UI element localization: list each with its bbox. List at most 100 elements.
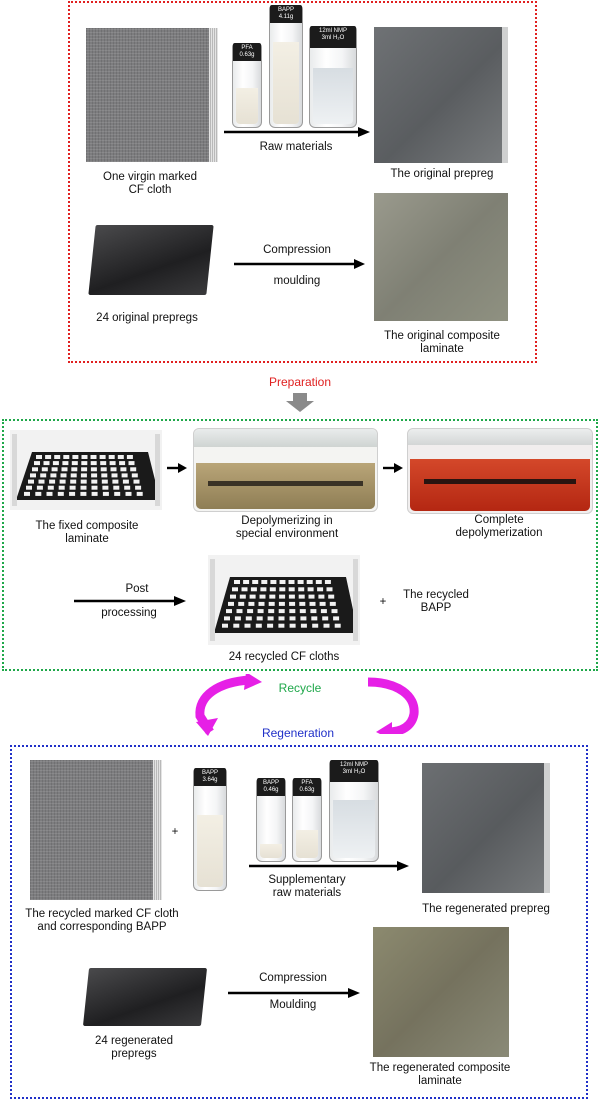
grid-hole	[124, 486, 130, 490]
bapp-single-vial-cap: BAPP 3.64g	[194, 768, 226, 786]
grid-hole	[290, 624, 296, 628]
grid-hole	[312, 624, 318, 628]
grid-hole	[40, 473, 46, 477]
grid-hole	[34, 461, 40, 465]
raw-materials-label: Raw materials	[236, 141, 356, 154]
regen-moulding-label: Moulding	[238, 999, 348, 1012]
grid-hole	[37, 486, 43, 490]
grid-hole	[328, 595, 334, 599]
bapp-single-vial: BAPP 3.64g	[193, 768, 227, 891]
bapp-single-powder	[197, 815, 223, 887]
grid-hole	[26, 486, 32, 490]
complete-lid	[408, 429, 592, 445]
bapp-powder	[273, 42, 299, 124]
bapp-vial: BAPP 4.11g	[269, 5, 303, 128]
grid-hole	[235, 616, 241, 620]
grid-hole	[298, 587, 304, 591]
grid-hole	[130, 467, 136, 471]
grid-hole	[24, 492, 30, 496]
grid-hole	[252, 580, 258, 584]
grid-hole	[246, 616, 252, 620]
recycled-bapp-label: The recycled BAPP	[386, 589, 486, 615]
grid-hole	[279, 595, 285, 599]
depolymerizing-liquid	[196, 463, 375, 509]
grid-hole	[91, 455, 97, 459]
grid-hole	[327, 587, 333, 591]
complete-depolymerization-image	[407, 428, 593, 514]
grid-hole	[298, 580, 304, 584]
grid-hole	[82, 455, 88, 459]
grid-hole	[70, 486, 76, 490]
regen-bapp-vial-cap: BAPP 0.46g	[257, 778, 285, 796]
grid-hole	[54, 455, 60, 459]
grid-hole	[92, 492, 98, 496]
grid-hole	[238, 602, 244, 606]
grid-hole	[62, 461, 68, 465]
grid-hole	[320, 602, 326, 606]
preparation-down-arrow	[284, 393, 316, 413]
grid-hole	[70, 480, 76, 484]
pfa-powder	[236, 88, 258, 124]
original-laminate-label: The original composite laminate	[362, 330, 522, 356]
nmp-vial-cap: 12ml NMP 3ml H₂O	[310, 26, 356, 48]
recycle-stage-label: Recycle	[250, 682, 350, 695]
grid-hole	[49, 480, 55, 484]
grid-hole	[101, 473, 107, 477]
pfa-vial-cap: PFA 0.63g	[233, 43, 261, 61]
regenerated-prepreg-label: The regenerated prepreg	[404, 903, 568, 916]
grid-hole	[290, 616, 296, 620]
grid-hole	[270, 587, 276, 591]
grid-hole	[300, 609, 306, 613]
grid-hole	[260, 587, 266, 591]
raw-materials-arrow	[222, 126, 372, 138]
grid-hole	[72, 455, 78, 459]
regen-bapp-powder	[260, 844, 282, 858]
grid-hole	[258, 609, 264, 613]
grid-hole	[71, 473, 77, 477]
regen-plus-sign: +	[168, 826, 182, 839]
recycle-arrow-1	[166, 462, 188, 474]
grid-hole	[50, 473, 56, 477]
grid-hole	[39, 480, 45, 484]
grid-hole	[318, 595, 324, 599]
grid-hole	[71, 467, 77, 471]
complete-cloths	[424, 479, 576, 484]
grid-hole	[289, 587, 295, 591]
grid-hole	[260, 595, 266, 599]
grid-hole	[36, 455, 42, 459]
grid-hole	[101, 467, 107, 471]
grid-hole	[251, 587, 257, 591]
grid-hole	[111, 467, 117, 471]
grid-hole	[242, 587, 248, 591]
grid-hole	[102, 480, 108, 484]
grid-hole	[123, 480, 129, 484]
recycled-cloth-label: The recycled marked CF cloth and corresp…	[14, 908, 190, 934]
grid-hole	[134, 480, 140, 484]
recycled-cf-cloth-image	[30, 760, 162, 900]
grid-hole	[257, 616, 263, 620]
grid-hole	[256, 624, 262, 628]
grid-hole	[237, 609, 243, 613]
grid-hole	[325, 580, 331, 584]
grid-hole	[135, 486, 141, 490]
supplementary-label: Supplementary raw materials	[252, 874, 362, 900]
grid-hole	[28, 480, 34, 484]
grid-hole	[62, 467, 68, 471]
grid-hole	[248, 602, 254, 606]
grid-hole	[120, 467, 126, 471]
grid-hole	[81, 473, 87, 477]
grid-hole	[112, 473, 118, 477]
grid-hole	[330, 602, 336, 606]
virgin-cf-cloth-image	[86, 28, 218, 162]
grid-hole	[129, 461, 135, 465]
grid-hole	[279, 616, 285, 620]
grid-hole	[333, 616, 339, 620]
compression-arrow	[232, 258, 367, 270]
depolymerizing-label: Depolymerizing in special environment	[212, 515, 362, 541]
original-prepreg-label: The original prepreg	[372, 168, 512, 181]
grid-hole	[114, 492, 120, 496]
original-prepreg-image	[374, 27, 508, 163]
grid-hole	[245, 624, 251, 628]
grid-hole	[81, 461, 87, 465]
grid-hole	[60, 480, 66, 484]
